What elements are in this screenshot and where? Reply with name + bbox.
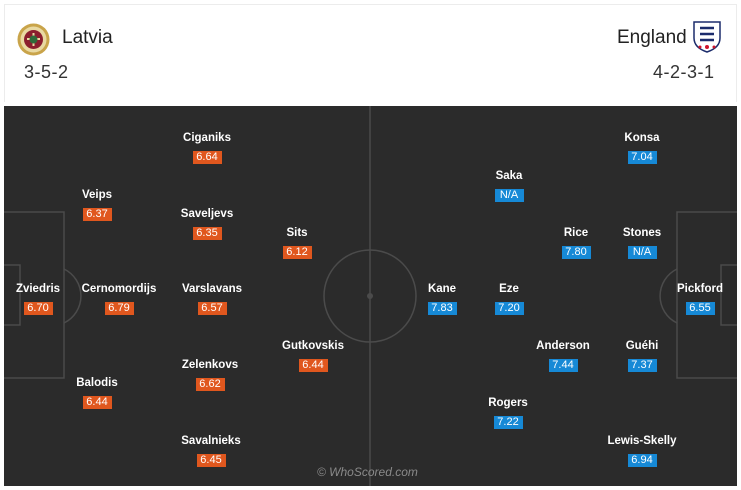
player-rating: 6.55 [685,302,715,315]
player-rating: 7.04 [627,151,657,164]
header-frame [4,4,737,102]
player-name: Rice [563,227,589,239]
player-rating: 7.22 [493,416,523,429]
player-rating: 6.37 [82,208,112,221]
player-rating: 7.44 [548,359,578,372]
player-name: Saveljevs [180,208,234,220]
player-pickford[interactable]: Pickford 6.55 [655,282,737,316]
england-crest-icon [693,21,721,53]
player-veips[interactable]: Veips 6.37 [52,188,142,222]
player-sits[interactable]: Sits 6.12 [252,226,342,260]
player-name: Ciganiks [183,132,231,144]
player-kane[interactable]: Kane 7.83 [397,282,487,316]
player-zviedris[interactable]: Zviedris 6.70 [4,282,83,316]
home-team-name[interactable]: Latvia [62,27,113,48]
player-name: Sits [286,227,308,239]
player-rating: 6.45 [196,454,226,467]
player-rating: 7.20 [494,302,524,315]
player-name: Savalnieks [181,435,241,447]
player-rice[interactable]: Rice 7.80 [531,226,621,260]
player-rating: 6.64 [192,151,222,164]
player-gutkovskis[interactable]: Gutkovskis 6.44 [268,339,358,373]
match-header: Latvia 3-5-2 England 4-2-3-1 [0,0,741,106]
player-konsa[interactable]: Konsa 7.04 [597,131,687,165]
player-rating: 7.80 [561,246,591,259]
player-name: Lewis-Skelly [607,435,677,447]
away-formation: 4-2-3-1 [653,62,715,82]
away-team-name[interactable]: England [617,27,687,48]
player-name: Pickford [676,283,723,295]
player-name: Rogers [488,397,528,409]
watermark-text: © WhoScored.com [317,465,418,479]
player-name: Eze [499,283,519,295]
player-name: Varslavans [181,283,243,295]
player-rating: 7.83 [427,302,457,315]
player-rating: 6.44 [82,396,112,409]
player-name: Veips [81,189,113,201]
player-varslavans[interactable]: Varslavans 6.57 [167,282,257,316]
player-guehi[interactable]: Guéhi 7.37 [597,339,687,373]
player-name: Balodis [76,377,118,389]
player-zelenkovs[interactable]: Zelenkovs 6.62 [165,358,255,392]
player-ciganiks[interactable]: Ciganiks 6.64 [162,131,252,165]
player-name: Zelenkovs [181,359,239,371]
player-rating: 6.35 [192,227,222,240]
player-rating: 6.94 [627,454,657,467]
player-stones[interactable]: Stones N/A [597,226,687,260]
player-rating: 7.37 [627,359,657,372]
player-name: Stones [622,227,662,239]
player-eze[interactable]: Eze 7.20 [464,282,554,316]
player-savalnieks[interactable]: Savalnieks 6.45 [166,434,256,468]
player-anderson[interactable]: Anderson 7.44 [518,339,608,373]
player-rating: 6.70 [23,302,53,315]
home-formation: 3-5-2 [24,62,69,82]
player-rating: 6.57 [197,302,227,315]
player-rating: 6.79 [104,302,134,315]
pitch: Zviedris 6.70 Veips 6.37 Cernomordijs 6.… [4,106,737,486]
player-rating: 6.44 [298,359,328,372]
player-rating: N/A [627,246,657,259]
player-name: Gutkovskis [282,340,344,352]
player-name: Konsa [624,132,660,144]
player-rating: 6.62 [195,378,225,391]
player-name: Kane [427,283,457,295]
player-saveljevs[interactable]: Saveljevs 6.35 [162,207,252,241]
player-name: Anderson [536,340,590,352]
player-name: Cernomordijs [81,283,157,295]
player-lewis-skelly[interactable]: Lewis-Skelly 6.94 [597,434,687,468]
player-name: Zviedris [15,283,61,295]
player-balodis[interactable]: Balodis 6.44 [52,376,142,410]
player-saka[interactable]: Saka N/A [464,169,554,203]
player-rating: N/A [494,189,524,202]
pitch-markings [4,106,737,486]
player-name: Saka [495,170,523,182]
player-rogers[interactable]: Rogers 7.22 [463,396,553,430]
player-rating: 6.12 [282,246,312,259]
player-cernomordijs[interactable]: Cernomordijs 6.79 [74,282,164,316]
player-name: Guéhi [625,340,659,352]
latvia-crest-icon [17,23,50,56]
